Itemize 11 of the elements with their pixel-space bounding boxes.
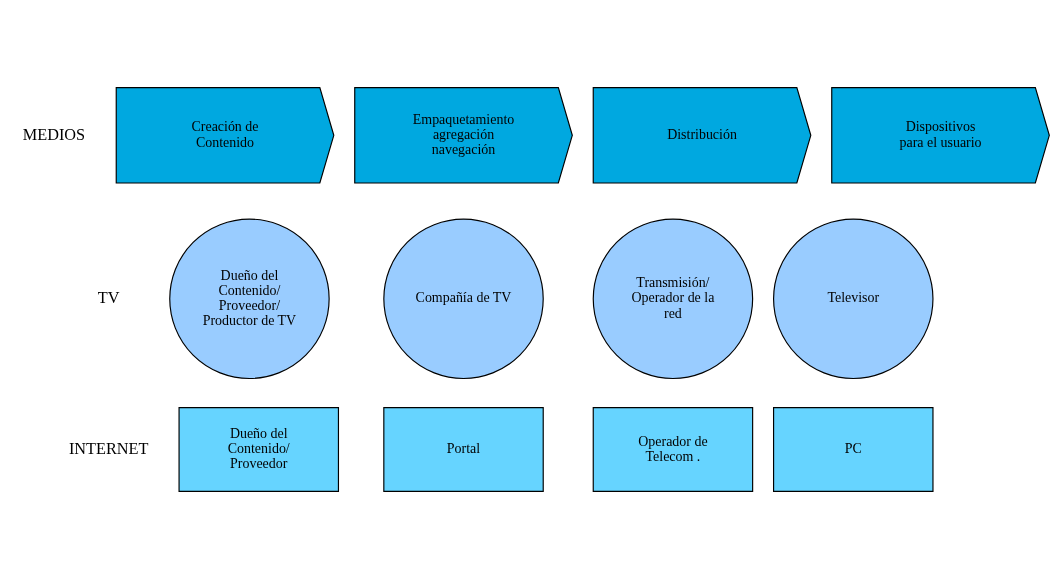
- label: MEDIOS: [22, 124, 86, 144]
- node-circle: Dueño del Contenido/ Proveedor/ Productor de TV: [169, 218, 330, 379]
- node-circle: Compañía de TV: [383, 218, 544, 379]
- label: INTERNET: [68, 438, 149, 458]
- label: TV: [97, 287, 120, 307]
- node-circle: Televisor: [773, 218, 934, 379]
- node-box: PC: [773, 406, 934, 492]
- node-box: Operador de Telecom .: [592, 406, 754, 492]
- node-box: Portal: [383, 406, 544, 492]
- node-circle: Transmisión/ Operador de la red: [592, 218, 754, 379]
- node-box: Dueño del Contenido/ Proveedor: [178, 406, 340, 492]
